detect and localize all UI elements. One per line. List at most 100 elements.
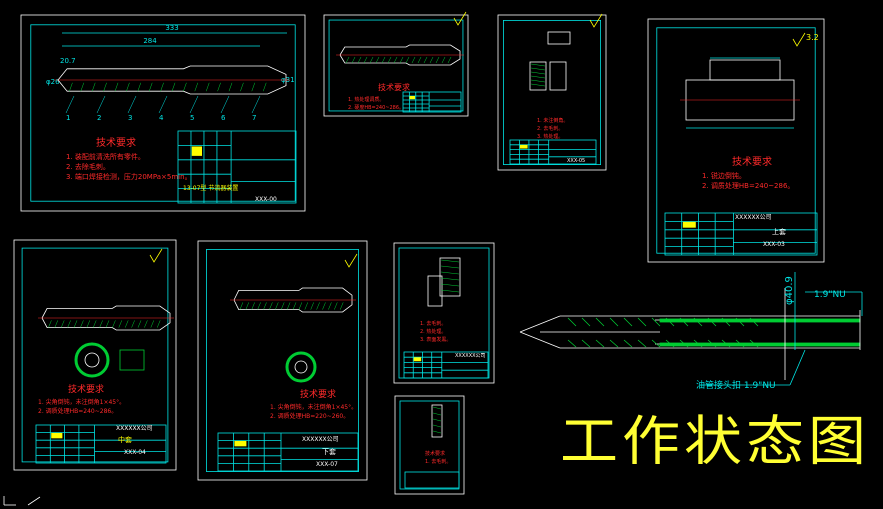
hatch-line xyxy=(440,277,460,281)
sheet-border xyxy=(20,14,306,212)
section-views xyxy=(74,342,145,378)
hatch-line xyxy=(581,339,591,348)
notes-title: 技术要求 xyxy=(378,82,410,92)
section-ring xyxy=(285,351,317,383)
roughness-value: 3.2 xyxy=(806,33,819,42)
hatch-line xyxy=(105,320,110,328)
leader-line xyxy=(158,95,168,114)
part-outline xyxy=(529,61,547,91)
note-line: 1. 去毛刺。 xyxy=(425,458,451,465)
hatch-line xyxy=(69,82,73,92)
sheet-border xyxy=(13,239,177,471)
hatch-line xyxy=(328,302,332,310)
hatch-line xyxy=(156,320,161,328)
note-line: 1. 尖角倒钝，未注倒角1×45°。 xyxy=(270,403,357,411)
title-block-highlight xyxy=(51,432,63,439)
part-3-geometry xyxy=(529,31,571,91)
outline xyxy=(519,315,561,333)
hatch-line xyxy=(405,56,410,64)
hatch-line xyxy=(435,56,440,64)
hatch-line xyxy=(334,302,338,310)
hatch-line xyxy=(357,56,362,64)
hatch-line xyxy=(228,82,233,92)
hatch-line xyxy=(530,83,546,87)
hatch-line xyxy=(609,317,619,327)
title-block-highlight xyxy=(234,440,247,447)
hatch-line xyxy=(183,82,187,92)
tech-notes: 1. 未注倒角。2. 去毛刺。3. 热处理。 xyxy=(537,117,568,140)
hatch-line xyxy=(623,317,633,327)
hatch-line xyxy=(399,56,404,64)
part-name: 下套 xyxy=(322,447,336,456)
hatch-line xyxy=(581,317,591,327)
title-block xyxy=(509,139,597,165)
thread-band xyxy=(659,342,861,347)
thread-band xyxy=(659,318,861,323)
hatch-line xyxy=(375,56,380,64)
hatch-line xyxy=(530,79,546,83)
hatch-line xyxy=(363,56,368,64)
hatch-line xyxy=(339,302,344,310)
leader-line xyxy=(251,95,261,114)
note-line: 1. 热处理调质。 xyxy=(348,96,384,103)
hatch-line xyxy=(99,320,103,328)
balloon-number: 5 xyxy=(190,114,194,122)
hatch-line xyxy=(322,302,326,310)
part-2-shaft xyxy=(336,44,464,66)
hatch-line xyxy=(432,430,442,434)
company-name: XXXXXX公司 xyxy=(455,353,486,359)
title-block-highlight xyxy=(682,221,696,228)
hatch-line xyxy=(637,339,647,348)
sheet-part-7: 1. 去毛刺。2. 热处理。3. 表面发黑。XXXXXX公司 xyxy=(393,242,495,384)
title-text: 13-07型 节流器装置 xyxy=(183,184,238,192)
roughness-symbol: 3.2 xyxy=(792,32,819,47)
note-line: 技术要求 xyxy=(425,450,445,457)
hatch-line xyxy=(160,82,164,92)
sheet-part-3: 1. 未注倒角。2. 去毛刺。3. 热处理。XXX-05 xyxy=(497,13,607,171)
drawing-number: XXX-00 xyxy=(255,196,277,203)
notes-title: 技术要求 xyxy=(300,388,336,400)
hatch-line xyxy=(118,320,123,328)
hatch-line xyxy=(651,317,661,327)
hatch-line xyxy=(393,56,398,64)
roughness-symbol xyxy=(589,13,603,28)
hatch-line xyxy=(345,56,350,64)
hatch-line xyxy=(245,302,250,310)
hatch-line xyxy=(595,339,605,348)
hatch-line xyxy=(91,82,96,92)
balloon-number: 4 xyxy=(159,114,164,122)
section-bore xyxy=(294,360,308,374)
hatch-line xyxy=(316,302,320,310)
hatch-line xyxy=(651,339,661,348)
outline xyxy=(519,331,561,349)
sheet-frame xyxy=(656,27,816,254)
hatch-line xyxy=(310,302,314,310)
hatch-line xyxy=(112,320,116,328)
title-block-frame xyxy=(35,424,167,464)
part-outline xyxy=(439,257,461,297)
roughness-symbol xyxy=(149,248,163,263)
hatch-line xyxy=(171,82,176,92)
ucs-axis xyxy=(27,496,41,506)
title-block xyxy=(177,130,297,204)
title-block-highlight xyxy=(413,357,422,362)
hatch-line xyxy=(530,75,546,79)
hatch-line xyxy=(429,56,434,64)
note-line: 1. 去毛刺。 xyxy=(420,320,446,327)
drawing-number: XXX-03 xyxy=(763,241,785,248)
hatch-line xyxy=(440,259,460,263)
hatch-line xyxy=(411,56,416,64)
title-block-frame xyxy=(403,351,489,379)
hatch-line xyxy=(567,339,577,348)
hatch-line xyxy=(114,82,119,92)
leader-line xyxy=(96,95,106,114)
hatch-line xyxy=(126,82,130,92)
hatch-line xyxy=(275,302,279,310)
